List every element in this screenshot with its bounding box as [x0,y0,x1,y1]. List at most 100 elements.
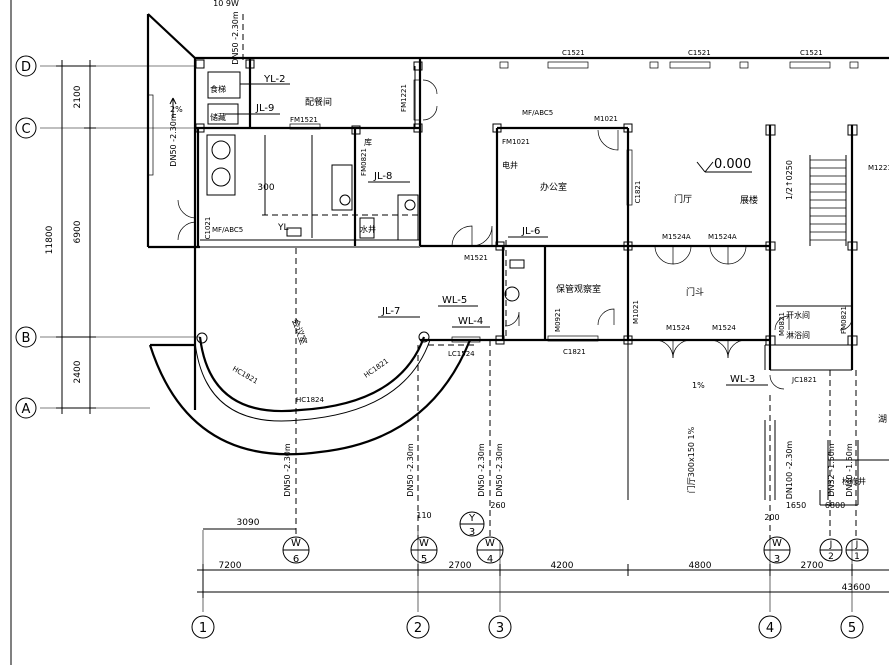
svg-text:W: W [419,538,429,549]
riser-yl: YL [277,223,289,233]
axis-bubble-a [15,397,37,419]
axis-bubble-d [15,55,37,77]
pipe-label-j1: DN40 -1.50m [845,443,854,497]
walls [146,13,889,506]
tag-c1821b: C1821 [634,181,642,204]
room-atrium: 展楼 [740,194,758,206]
pipe-lines [242,14,857,540]
room-entrance: 门斗 [686,286,704,298]
pipe-label-w6: DN50 -2.30m [283,443,292,497]
pipe-num-j1: 1 [854,552,860,562]
stair: 1/2↑0250 [785,159,846,241]
tag-hc1821a: HC1821 [231,365,259,386]
tag-m1521: M1521 [464,254,488,262]
dim-200: 200 [764,513,779,522]
riser-jl8: JL-8 [373,171,392,182]
dim-4800: 4800 [689,561,712,571]
riser-wl3: WL-3 [730,374,755,385]
tag-c1021: C1021 [204,217,212,240]
axis-label-b: B [22,331,31,346]
room-office: 办公室 [540,181,567,193]
dim-110: 110 [416,511,431,520]
pipe-num-w3: 3 [774,554,780,565]
pipe-num-w4: 4 [487,554,493,565]
svg-text:J: J [855,540,859,550]
axis-label-4: 4 [766,621,774,636]
room-hall: 门厅 [674,193,692,205]
tag-c1521b: C1521 [688,49,711,57]
tag-mf2: MF/ABC5 [212,226,243,234]
dim-4200: 4200 [551,561,574,571]
tag-fm1021: FM1021 [502,138,530,146]
riser-labels: YL-2 JL-9 JL-8 JL-6 JL-7 WL-5 WL-4 WL-3 … [225,74,768,386]
dim-1650: 1650 [786,501,806,510]
axis-bubble-1 [191,615,215,639]
tag-m1221: M1221 [868,164,889,172]
room-right-frag: 湖 [878,414,887,425]
tag-m0821: M0821 [778,312,786,336]
tag-mf1: MF/ABC5 [522,109,553,117]
left-slope: 2% [170,105,183,114]
axis-bubble-4 [758,615,782,639]
pipe-num-w6: 6 [293,554,299,565]
tag-fm0821b: FM0821 [840,306,848,334]
axis-bubble-5 [840,615,864,639]
axis-label-3: 3 [496,621,504,636]
tag-c1521a: C1521 [562,49,585,57]
tag-c1821: C1821 [563,348,586,356]
tag-jc: JC1821 [791,376,817,384]
tag-m1021b: M1021 [632,300,640,324]
pipe-label-top: DN50 -2.30m [231,11,240,65]
room-well: 水井 [360,224,376,234]
tag-m1524: M1524 [666,324,690,332]
pipe-label-w4: DN50 -2.30m [477,443,486,497]
stair-label: 1/2↑0250 [785,160,794,200]
pipe-label-j2: DN32 -1.50m [827,443,836,497]
riser-wl5: WL-5 [442,295,467,306]
room-cellar: 储藏 [210,112,226,122]
axis-label-a: A [22,402,31,417]
lobby-note: 门厅300x150 1% [686,426,696,493]
dim-3090: 3090 [237,518,260,528]
riser-jl6: JL-6 [521,226,540,237]
axis-label-1: 1 [199,621,207,636]
pipe-bubbles: W 6 W 5 W 4 Y 3 W 3 J 2 J 1 [282,511,869,565]
axis-label-2: 2 [414,621,422,636]
room-bath: 开水间 [786,310,810,320]
pipe-num-y3: 3 [469,527,475,538]
tag-m1524b: M1524 [712,324,736,332]
svg-text:W: W [291,538,301,549]
dim-11800: 11800 [45,225,55,254]
tag-fm1221: FM1221 [400,84,408,112]
axis-bubble-c [15,117,37,139]
dim-2700b: 2700 [801,561,824,571]
room-food: 食梯 [210,84,226,94]
pipe-num-j2: 2 [828,552,834,562]
left-note: DN50 -2.30m [169,113,178,167]
svg-text:J: J [829,540,833,550]
axis-grid [10,0,889,665]
riser-yl2: YL-2 [263,74,285,85]
riser-jl7: JL-7 [381,306,400,317]
dimension-texts: 2100 6900 11800 2400 10 9W 7200 2700 420… [45,0,871,593]
axis-label-d: D [21,60,31,75]
dim-top: 10 9W [213,0,239,8]
room-bath2: 淋浴间 [786,330,810,340]
axis-bubble-3 [488,615,512,639]
room-elec: 电井 [502,160,518,170]
riser-wl4: WL-4 [458,316,483,327]
room-storage: 保管观察室 [556,283,601,295]
pipe-label-w3: DN100 -2.30m [785,441,794,500]
tag-lc1524: LC1524 [448,350,475,358]
axis-bubbles: D C B A 1 2 3 4 5 [15,55,864,639]
tag-m1524a2: M1524A [708,233,737,241]
riser-jl9: JL-9 [255,103,274,114]
dim-260: 260 [490,501,505,510]
tag-hc1824: HC1824 [296,396,325,404]
slope-note: 1% [692,381,705,390]
tag-c1521c: C1521 [800,49,823,57]
room-names: 配餐间 办公室 门厅 展楼 会议室 保管观察室 门斗 开水间 淋浴间 食梯 储藏… [210,84,887,486]
tag-m1021: M1021 [594,115,618,123]
pipe-labels: DN50 -2.30m DN50 -2.30m DN50 -2.30m DN50… [169,11,854,499]
svg-text:Y: Y [468,513,476,524]
